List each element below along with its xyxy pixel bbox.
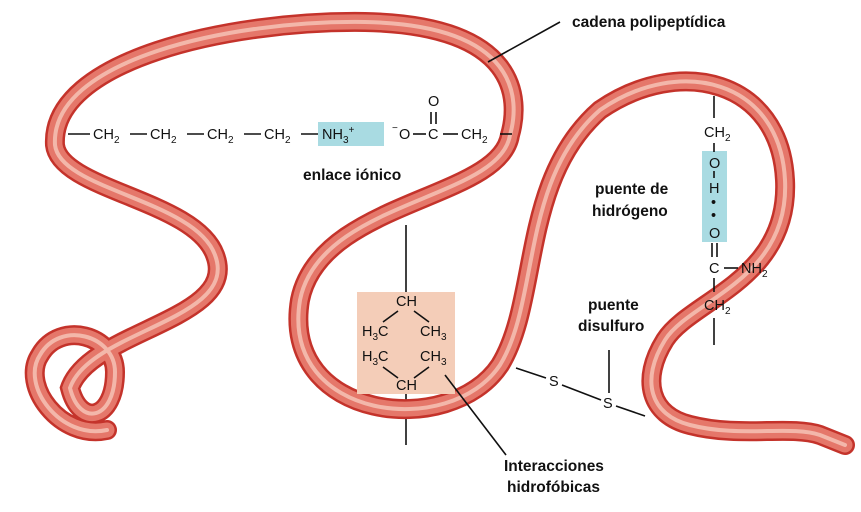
ionic-carbon: C bbox=[428, 127, 438, 143]
hydrophobic-ch-top: CH bbox=[396, 294, 417, 310]
hbond-ch2-bottom: CH2 bbox=[704, 298, 731, 317]
ionic-o-anion: O bbox=[399, 127, 410, 143]
hbond-dot-2: • bbox=[711, 208, 716, 224]
ionic-highlight bbox=[318, 122, 384, 146]
hbond-h: H bbox=[709, 181, 719, 197]
ionic-ch2-4: CH2 bbox=[264, 127, 291, 146]
hbond-ch2-top: CH2 bbox=[704, 125, 731, 144]
chain-label-leader bbox=[487, 21, 561, 63]
hbond-label-line1: puente de bbox=[595, 181, 669, 198]
hbond-nh2: NH2 bbox=[741, 261, 768, 280]
ionic-ch2-2: CH2 bbox=[150, 127, 177, 146]
hbond-dot-1: • bbox=[711, 195, 716, 211]
ionic-bond-group: CH2 CH2 CH2 CH2 NH3+ − O C O CH2 bbox=[68, 94, 512, 146]
hydrophobic-h3c-2: H3C bbox=[362, 349, 389, 368]
ionic-ch2-3: CH2 bbox=[207, 127, 234, 146]
hydrophobic-ch3-1: CH3 bbox=[420, 324, 447, 343]
hydrophobic-label-line2: hidrofóbicas bbox=[507, 479, 600, 496]
disulfide-label-line1: puente bbox=[588, 297, 639, 314]
disulfide-label-line2: disulfuro bbox=[578, 318, 644, 335]
ionic-o-carbonyl: O bbox=[428, 94, 439, 110]
hydrophobic-box bbox=[357, 292, 455, 394]
ionic-ch2-5: CH2 bbox=[461, 127, 488, 146]
ionic-ch2-1: CH2 bbox=[93, 127, 120, 146]
hbond-o-acceptor: O bbox=[709, 226, 720, 242]
disulfide-s-1: S bbox=[549, 374, 559, 390]
disulfide-s-2: S bbox=[603, 396, 613, 412]
hydrophobic-label-leader bbox=[444, 374, 507, 456]
hydrophobic-group: CH H3C CH3 H3C CH3 CH bbox=[362, 294, 447, 394]
disulfide-group: S S bbox=[515, 350, 646, 417]
ionic-minus-sign: − bbox=[392, 123, 398, 134]
hbond-o-donor: O bbox=[709, 156, 720, 172]
hbond-label-line2: hidrógeno bbox=[592, 203, 668, 220]
ionic-bond-label: enlace iónico bbox=[303, 167, 401, 184]
hydrophobic-ch-bottom: CH bbox=[396, 378, 417, 394]
hydrophobic-h3c-1: H3C bbox=[362, 324, 389, 343]
ionic-nh3-plus: NH3+ bbox=[322, 125, 355, 146]
hbond-highlight bbox=[702, 151, 727, 242]
chain-label: cadena polipeptídica bbox=[572, 14, 726, 31]
hydrogen-bond-group: CH2 O H • • O C NH2 CH2 bbox=[704, 125, 768, 317]
hydrophobic-label-line1: Interacciones bbox=[504, 458, 604, 475]
hbond-carbon: C bbox=[709, 261, 719, 277]
hydrophobic-ch3-2: CH3 bbox=[420, 349, 447, 368]
